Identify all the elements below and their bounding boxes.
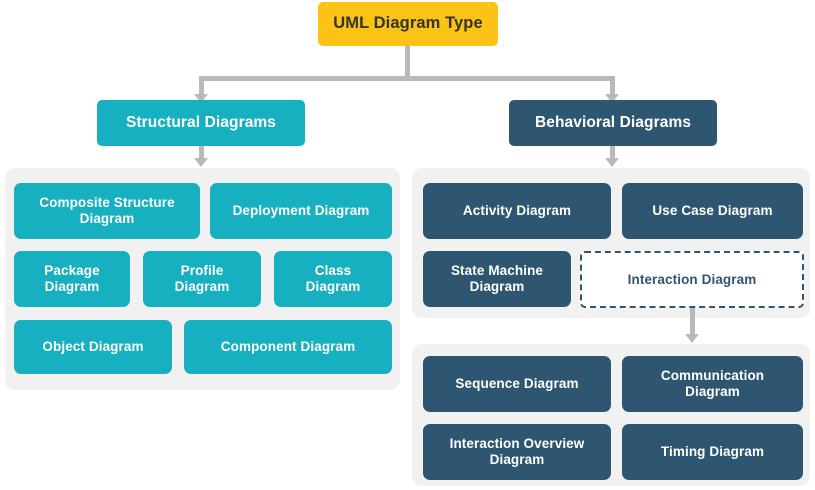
arrowhead-behavioral-panel	[605, 158, 619, 167]
node-state-machine-diagram[interactable]: State Machine Diagram	[423, 251, 571, 307]
arrowhead-structural-panel	[194, 158, 208, 167]
node-interaction-overview-diagram[interactable]: Interaction Overview Diagram	[423, 424, 611, 480]
arrowhead-interaction-subpanel	[685, 334, 699, 343]
connector-to-structural	[199, 76, 204, 96]
connector-behavioral-to-panel	[610, 146, 615, 160]
node-package-diagram[interactable]: Package Diagram	[14, 251, 130, 307]
node-use-case-diagram[interactable]: Use Case Diagram	[622, 183, 803, 239]
node-activity-diagram[interactable]: Activity Diagram	[423, 183, 611, 239]
arrowhead-to-behavioral	[605, 94, 619, 103]
node-sequence-diagram[interactable]: Sequence Diagram	[423, 356, 611, 412]
connector-root-stem	[405, 46, 410, 78]
node-composite-structure-diagram[interactable]: Composite Structure Diagram	[14, 183, 200, 239]
node-behavioral-diagrams[interactable]: Behavioral Diagrams	[509, 100, 717, 146]
node-interaction-diagram[interactable]: Interaction Diagram	[580, 251, 804, 308]
node-communication-diagram[interactable]: Communication Diagram	[622, 356, 803, 412]
connector-structural-to-panel	[199, 146, 204, 160]
node-class-diagram[interactable]: Class Diagram	[274, 251, 392, 307]
connector-to-behavioral	[610, 76, 615, 96]
node-profile-diagram[interactable]: Profile Diagram	[143, 251, 261, 307]
node-uml-diagram-type[interactable]: UML Diagram Type	[318, 2, 498, 46]
node-structural-diagrams[interactable]: Structural Diagrams	[97, 100, 305, 146]
connector-root-crossbar	[201, 76, 613, 81]
node-deployment-diagram[interactable]: Deployment Diagram	[210, 183, 392, 239]
arrowhead-to-structural	[194, 94, 208, 103]
node-object-diagram[interactable]: Object Diagram	[14, 320, 172, 374]
node-component-diagram[interactable]: Component Diagram	[184, 320, 392, 374]
node-timing-diagram[interactable]: Timing Diagram	[622, 424, 803, 480]
connector-interaction-to-subpanel	[690, 308, 695, 336]
